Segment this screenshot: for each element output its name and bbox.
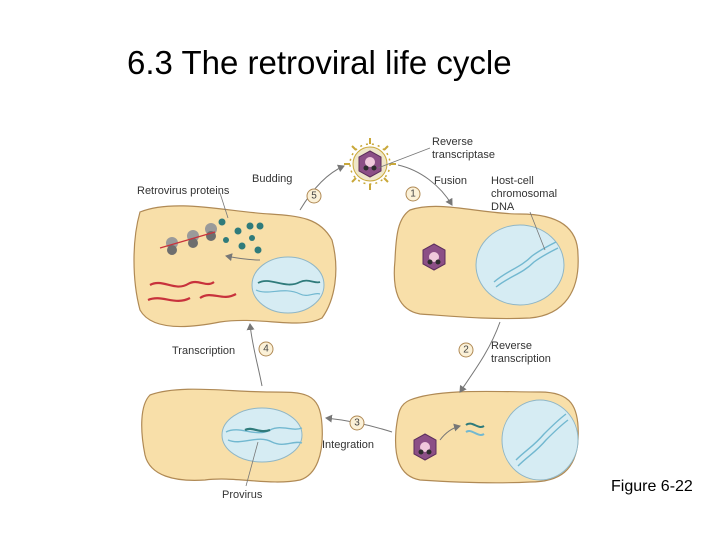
label-provirus: Provirus	[222, 489, 263, 501]
step-marker-2: 2	[458, 342, 474, 358]
svg-text:5: 5	[311, 191, 317, 202]
host-dna-strand	[515, 413, 567, 461]
viral-rna-strand	[149, 280, 215, 288]
label-host-cell-dna: DNA	[491, 201, 515, 213]
nucleus	[221, 407, 303, 463]
arrow-fusion	[397, 164, 453, 206]
step-marker-1: 1	[405, 186, 421, 202]
proviral-dna	[257, 279, 321, 286]
label-retrovirus-proteins: Retrovirus proteins	[137, 185, 230, 197]
integrated-provirus	[244, 427, 271, 433]
label-host-cell-dna: Host-cell	[491, 175, 534, 187]
host-dna-strand	[227, 438, 303, 445]
arrow-reverse-transcription	[459, 321, 501, 393]
protein-cluster	[238, 242, 246, 250]
label-transcription: Transcription	[172, 345, 235, 357]
label-reverse-transcriptase: Reverse	[432, 136, 473, 148]
mrna-chain	[159, 231, 216, 249]
ribosome	[205, 223, 217, 241]
host-dna-strand	[495, 247, 559, 288]
host-dna-strand	[517, 419, 569, 467]
label-leader	[245, 441, 259, 487]
arrow-transcription	[246, 323, 263, 387]
protein-cluster	[218, 218, 226, 226]
label-reverse-transcription: transcription	[491, 353, 551, 365]
cell-fusion	[393, 205, 579, 320]
protein-cluster	[249, 235, 255, 241]
viral-rna-strand	[199, 293, 237, 299]
step-marker-5: 5	[306, 188, 322, 204]
slide-title: 6.3 The retroviral life cycle	[127, 44, 512, 81]
arrow-budding	[299, 164, 345, 211]
cell-provirus	[141, 388, 323, 487]
protein-cluster	[223, 237, 229, 243]
protein-cluster	[246, 222, 254, 230]
cell-reverse-transcription	[394, 390, 579, 484]
step-marker-4: 4	[258, 341, 274, 357]
host-dna-strand	[255, 289, 321, 297]
label-reverse-transcriptase: transcriptase	[432, 149, 495, 161]
nucleus	[501, 399, 579, 481]
viral-core	[422, 243, 446, 271]
viral-rna-strand	[147, 296, 191, 302]
step-marker-3: 3	[349, 415, 365, 431]
label-budding: Budding	[252, 173, 292, 185]
svg-text:4: 4	[263, 344, 269, 355]
host-dna-strand	[493, 241, 557, 283]
label-leader	[529, 211, 546, 251]
label-leader	[377, 147, 431, 169]
viral-dna-copy	[465, 422, 485, 428]
svg-text:2: 2	[463, 345, 469, 356]
svg-text:1: 1	[410, 189, 416, 200]
retrovirus-particle	[344, 138, 431, 190]
viral-dna-copy	[465, 430, 485, 436]
export-arrow	[225, 253, 261, 262]
transport-arrow	[439, 423, 461, 441]
label-reverse-transcription: Reverse	[491, 340, 532, 352]
protein-cluster	[254, 246, 262, 254]
label-leader	[219, 192, 229, 219]
label-fusion: Fusion	[434, 175, 467, 187]
cell-budding	[133, 192, 337, 328]
figure-number: Figure 6-22	[611, 478, 693, 495]
label-integration: Integration	[322, 439, 374, 451]
label-host-cell-dna: chromosomal	[491, 188, 557, 200]
svg-text:3: 3	[354, 418, 360, 429]
viral-core	[413, 433, 437, 461]
protein-cluster	[234, 227, 242, 235]
protein-cluster	[256, 222, 264, 230]
